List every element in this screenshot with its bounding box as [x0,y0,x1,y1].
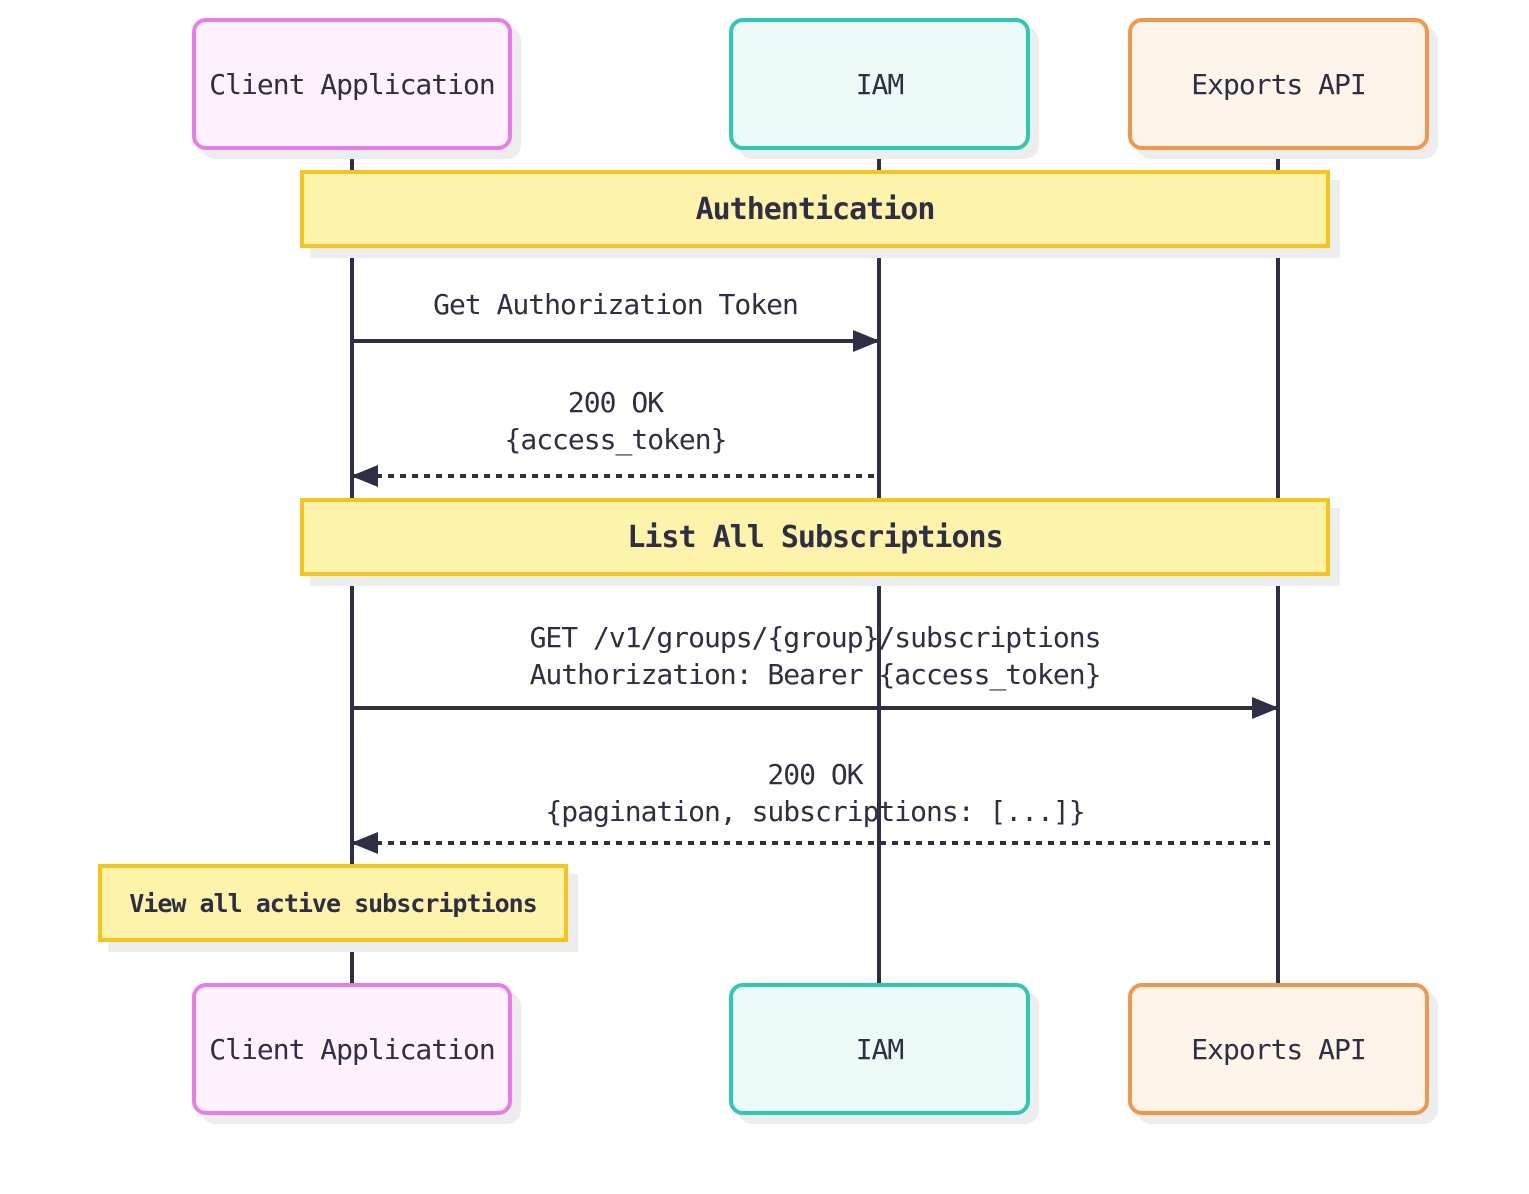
actor-label: Client Application [209,1032,495,1066]
note-view-all-active-subscriptions: View all active subscriptions [98,864,568,942]
message-label: GET /v1/groups/{group}/subscriptions Aut… [529,621,1102,691]
actor-iam-top: IAM [729,18,1030,150]
arrowhead-left-icon [351,832,378,854]
actor-label: Client Application [209,67,495,101]
actor-exports-api-bottom: Exports API [1128,983,1429,1115]
message-label: 200 OK {access_token} [504,386,727,456]
arrow-line-solid [352,706,1278,710]
arrow-line-solid [352,339,879,343]
arrow-line-dotted [352,474,879,478]
actor-exports-api-top: Exports API [1128,18,1429,150]
actor-label: IAM [855,67,905,101]
section-banner-list-all-subscriptions: List All Subscriptions [300,498,1330,576]
arrowhead-left-icon [351,465,378,487]
actor-label: Exports API [1191,67,1366,101]
actor-label: IAM [855,1032,905,1066]
message-get-authorization-token: Get Authorization Token [352,286,880,352]
message-label: 200 OK {pagination, subscriptions: [...]… [545,758,1085,828]
message-200-ok-access-token: 200 OK {access_token} [351,384,879,487]
section-banner-authentication: Authentication [300,170,1330,248]
actor-label: Exports API [1191,1032,1366,1066]
arrowhead-right-icon [1252,697,1279,719]
arrowhead-right-icon [853,330,880,352]
message-label: Get Authorization Token [433,288,799,321]
section-label: List All Subscriptions [627,519,1003,555]
actor-client-application-bottom: Client Application [192,983,512,1115]
actor-client-application-top: Client Application [192,18,512,150]
message-get-subscriptions-request: GET /v1/groups/{group}/subscriptions Aut… [352,619,1279,719]
actor-iam-bottom: IAM [729,983,1030,1115]
note-label: View all active subscriptions [129,888,537,918]
arrow-line-dotted [352,841,1278,845]
message-200-ok-subscriptions: 200 OK {pagination, subscriptions: [...]… [351,756,1278,854]
section-label: Authentication [695,191,936,227]
